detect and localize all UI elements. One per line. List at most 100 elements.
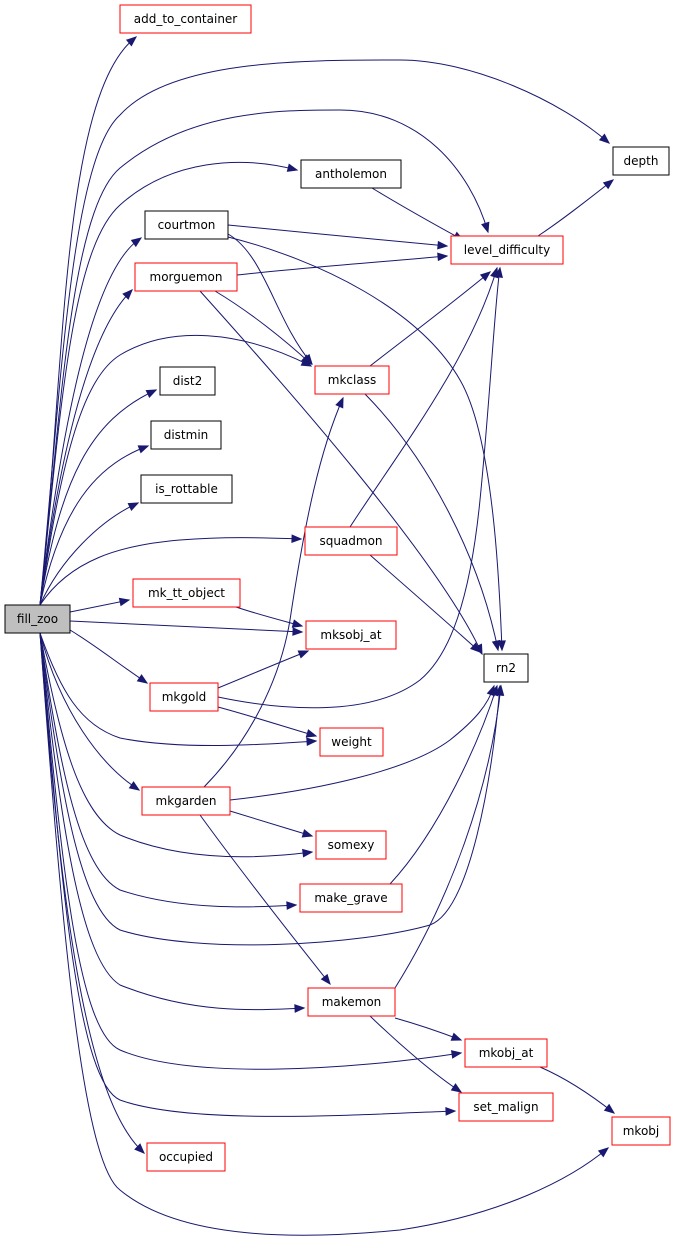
edge-arrowhead bbox=[494, 266, 503, 279]
node-mkclass[interactable]: mkclass bbox=[314, 365, 390, 395]
edge-arrowhead bbox=[137, 445, 150, 454]
node-box bbox=[483, 653, 529, 683]
edge-arrowhead bbox=[306, 737, 318, 746]
edge-line bbox=[394, 685, 502, 989]
node-mkgold[interactable]: mkgold bbox=[149, 682, 219, 712]
node-box bbox=[132, 578, 241, 608]
edge-line bbox=[39, 632, 297, 908]
edge-arrowhead bbox=[450, 1083, 463, 1093]
node-distmin[interactable]: distmin bbox=[150, 420, 222, 450]
node-courtmon[interactable]: courtmon bbox=[144, 210, 229, 240]
node-level_difficulty[interactable]: level_difficulty bbox=[450, 235, 564, 265]
edge-arrowhead bbox=[598, 133, 611, 144]
node-label: occupied bbox=[159, 1150, 213, 1164]
node-is_rottable[interactable]: is_rottable bbox=[140, 474, 233, 504]
edge-arrowhead bbox=[597, 1147, 610, 1158]
node-box bbox=[315, 830, 387, 860]
node-mksobj_at[interactable]: mksobj_at bbox=[305, 620, 397, 650]
node-weight[interactable]: weight bbox=[319, 727, 384, 757]
node-set_malign[interactable]: set_malign bbox=[458, 1092, 554, 1122]
edge-squadmon-to-level_difficulty bbox=[349, 266, 499, 528]
node-somexy[interactable]: somexy bbox=[315, 830, 387, 860]
edge-mkobj_at-to-mkobj bbox=[539, 1066, 616, 1114]
edge-line bbox=[199, 814, 331, 985]
edge-line bbox=[369, 554, 481, 653]
edge-arrowhead bbox=[291, 534, 303, 544]
edge-line bbox=[394, 1017, 462, 1041]
edge-arrowhead bbox=[128, 781, 141, 791]
edge-line bbox=[39, 389, 157, 606]
edge-fill_zoo-to-distmin bbox=[39, 445, 150, 606]
node-morguemon[interactable]: morguemon bbox=[134, 262, 238, 292]
edge-fill_zoo-to-mksobj_at bbox=[69, 620, 304, 636]
edge-arrowhead bbox=[294, 1004, 306, 1013]
edge-mkgold-to-mksobj_at bbox=[217, 650, 310, 689]
node-label: mkgarden bbox=[156, 794, 217, 808]
edge-arrowhead bbox=[286, 901, 298, 910]
node-label: make_grave bbox=[314, 891, 387, 905]
node-label: mkclass bbox=[328, 373, 376, 387]
node-label: depth bbox=[624, 154, 659, 168]
node-label: is_rottable bbox=[155, 482, 218, 496]
node-box bbox=[307, 987, 396, 1017]
edge-mkgarden-to-makemon bbox=[199, 814, 331, 986]
node-label: fill_zoo bbox=[17, 612, 58, 626]
node-label: rn2 bbox=[496, 661, 516, 675]
node-mkobj[interactable]: mkobj bbox=[611, 1116, 671, 1146]
edge-mk_tt_object-to-mksobj_at bbox=[235, 606, 304, 628]
edge-arrowhead bbox=[301, 354, 312, 365]
node-mkobj_at[interactable]: mkobj_at bbox=[464, 1038, 548, 1068]
edge-fill_zoo-to-depth bbox=[39, 59, 611, 606]
node-squadmon[interactable]: squadmon bbox=[304, 526, 398, 556]
edge-fill_zoo-to-courtmon bbox=[39, 237, 143, 606]
edge-fill_zoo-to-mk_tt_object bbox=[69, 597, 131, 613]
node-label: somexy bbox=[328, 838, 375, 852]
edge-morguemon-to-level_difficulty bbox=[236, 252, 449, 276]
node-dist2[interactable]: dist2 bbox=[159, 366, 216, 396]
node-rn2[interactable]: rn2 bbox=[483, 653, 529, 683]
edge-arrowhead bbox=[130, 237, 143, 248]
node-label: mk_tt_object bbox=[148, 586, 225, 600]
edge-line bbox=[229, 810, 313, 837]
edge-mkgarden-to-somexy bbox=[229, 810, 314, 838]
edge-line bbox=[364, 393, 499, 651]
node-box bbox=[450, 235, 564, 265]
node-box bbox=[140, 474, 233, 504]
node-depth[interactable]: depth bbox=[612, 146, 670, 176]
edge-line bbox=[227, 233, 313, 365]
edge-mkclass-to-rn2 bbox=[364, 393, 501, 652]
edge-arrowhead bbox=[125, 36, 138, 47]
edge-arrowhead bbox=[305, 729, 318, 738]
edge-line bbox=[39, 632, 145, 1154]
node-occupied[interactable]: occupied bbox=[146, 1142, 226, 1172]
edge-arrowhead bbox=[291, 619, 304, 628]
node-box bbox=[299, 883, 403, 913]
node-box bbox=[144, 210, 229, 240]
node-box bbox=[319, 727, 384, 757]
edge-line bbox=[39, 537, 302, 606]
node-label: set_malign bbox=[473, 1100, 538, 1114]
node-mkgarden[interactable]: mkgarden bbox=[141, 786, 231, 816]
node-make_grave[interactable]: make_grave bbox=[299, 883, 403, 913]
node-makemon[interactable]: makemon bbox=[307, 987, 396, 1017]
node-mk_tt_object[interactable]: mk_tt_object bbox=[132, 578, 241, 608]
edge-mkgold-to-rn2 bbox=[217, 266, 503, 709]
node-box bbox=[150, 420, 222, 450]
edge-line bbox=[217, 267, 501, 709]
edge-fill_zoo-to-mkgold bbox=[69, 629, 149, 684]
edge-make_grave-to-rn2 bbox=[389, 684, 499, 885]
node-antholemon[interactable]: antholemon bbox=[300, 159, 402, 189]
edge-arrowhead bbox=[450, 1032, 463, 1041]
node-add_to_container[interactable]: add_to_container bbox=[119, 4, 252, 34]
edge-line bbox=[227, 224, 448, 247]
edge-fill_zoo-to-rn2 bbox=[39, 632, 504, 946]
edge-courtmon-to-level_difficulty bbox=[227, 224, 449, 250]
edge-arrowhead bbox=[437, 240, 449, 250]
edge-courtmon-to-rn2 bbox=[227, 236, 506, 652]
edge-fill_zoo-to-dist2 bbox=[39, 389, 158, 606]
edge-fill_zoo-to-antholemon bbox=[39, 161, 299, 606]
edge-fill_zoo-to-level_difficulty bbox=[39, 109, 490, 606]
edge-line bbox=[217, 706, 317, 737]
